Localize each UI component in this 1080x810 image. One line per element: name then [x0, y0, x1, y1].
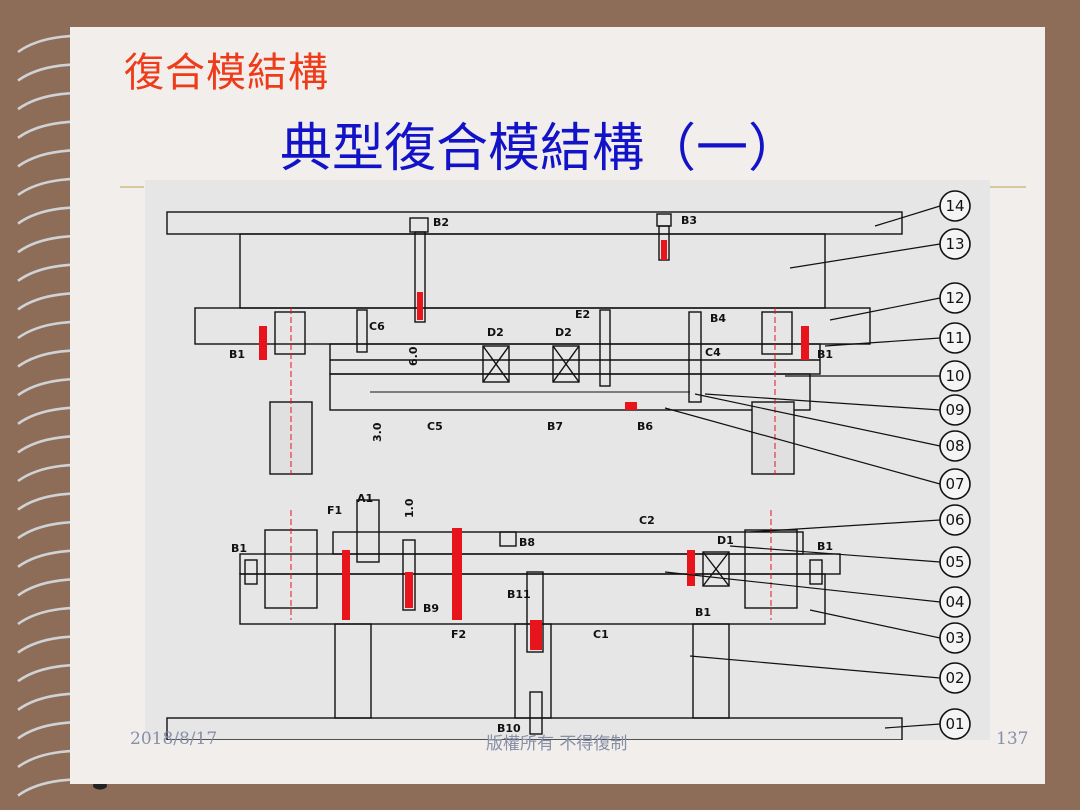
label-a1: A1 — [357, 492, 373, 505]
part-number-13: 13 — [945, 235, 964, 253]
guide-bushing-left — [274, 311, 306, 355]
label-f1: F1 — [327, 504, 342, 517]
slide-title: 典型復合模結構（一） — [279, 119, 800, 179]
label-f2: F2 — [451, 628, 466, 641]
spring-box-1 — [482, 345, 510, 383]
label-d1: D1 — [717, 534, 734, 547]
part-balloon-13 — [939, 228, 971, 260]
label-b4: B4 — [710, 312, 726, 325]
part-number-07: 07 — [945, 475, 964, 493]
parallel-left — [334, 623, 372, 719]
part-number-10: 10 — [945, 367, 964, 385]
label-b7: B7 — [547, 420, 563, 433]
part-balloon-04 — [939, 586, 971, 618]
label-b6: B6 — [637, 420, 653, 433]
part-number-09: 09 — [945, 401, 964, 419]
label-dim30: 3.0 — [371, 422, 384, 442]
part-number-06: 06 — [945, 511, 964, 529]
label-b1c: B1 — [231, 542, 247, 555]
part-number-03: 03 — [945, 629, 964, 647]
upper-die-block — [239, 233, 826, 309]
label-b3: B3 — [681, 214, 697, 227]
label-c6: C6 — [369, 320, 385, 333]
part-number-08: 08 — [945, 437, 964, 455]
spring-box-2 — [552, 345, 580, 383]
upper-stripper-plate — [329, 373, 811, 411]
part-balloon-08 — [939, 430, 971, 462]
label-e2: E2 — [575, 308, 590, 321]
part-balloon-07 — [939, 468, 971, 500]
label-b1a: B1 — [229, 348, 245, 361]
part-balloon-06 — [939, 504, 971, 536]
label-c4: C4 — [705, 346, 721, 359]
label-b2: B2 — [433, 216, 449, 229]
die-structure-drawing: 14 13 12 11 10 09 08 07 06 05 04 03 02 01 B2 B3 B4 E2… — [145, 180, 990, 740]
part-balloon-05 — [939, 546, 971, 578]
part-number-balloons: 14 13 12 11 10 09 08 07 06 05 04 03 02 01 — [939, 190, 971, 740]
label-dim60: 6.0 — [407, 346, 420, 366]
title-rule-left — [120, 186, 144, 188]
part-number-01: 01 — [945, 715, 964, 733]
part-number-12: 12 — [945, 289, 964, 307]
upper-stripper-frame — [329, 343, 821, 375]
part-number-14: 14 — [945, 197, 964, 215]
label-dim10: 1.0 — [403, 498, 416, 518]
footer-page-number: 137 — [996, 729, 1029, 749]
lower-die-plate — [239, 553, 841, 575]
label-c5: C5 — [427, 420, 443, 433]
part-balloon-14 — [939, 190, 971, 222]
label-b11: B11 — [507, 588, 531, 601]
part-balloon-10 — [939, 360, 971, 392]
label-b9: B9 — [423, 602, 439, 615]
part-balloon-09 — [939, 394, 971, 426]
label-c1: C1 — [593, 628, 609, 641]
part-balloon-01 — [939, 708, 971, 740]
lower-backing — [239, 573, 826, 625]
parallel-right — [692, 623, 730, 719]
part-balloon-11 — [939, 322, 971, 354]
part-number-05: 05 — [945, 553, 964, 571]
part-number-04: 04 — [945, 593, 964, 611]
label-c2: C2 — [639, 514, 655, 527]
part-balloon-02 — [939, 662, 971, 694]
slide-header: 復合模結構 — [124, 50, 329, 96]
part-number-02: 02 — [945, 669, 964, 687]
label-b1d: B1 — [817, 540, 833, 553]
label-b10: B10 — [497, 722, 521, 735]
label-b1b: B1 — [817, 348, 833, 361]
label-d2b: D2 — [555, 326, 572, 339]
title-rule-right — [990, 186, 1026, 188]
part-balloon-12 — [939, 282, 971, 314]
footer-copyright: 版權所有 不得復制 — [486, 734, 628, 754]
label-b8: B8 — [519, 536, 535, 549]
part-balloon-03 — [939, 622, 971, 654]
footer-date: 2018/8/17 — [130, 729, 218, 749]
upper-die-shoe — [166, 211, 903, 235]
upper-backing-plate — [194, 307, 871, 345]
label-d2a: D2 — [487, 326, 504, 339]
guide-bushing-right — [761, 311, 793, 355]
part-number-11: 11 — [945, 329, 964, 347]
label-b1e: B1 — [695, 606, 711, 619]
